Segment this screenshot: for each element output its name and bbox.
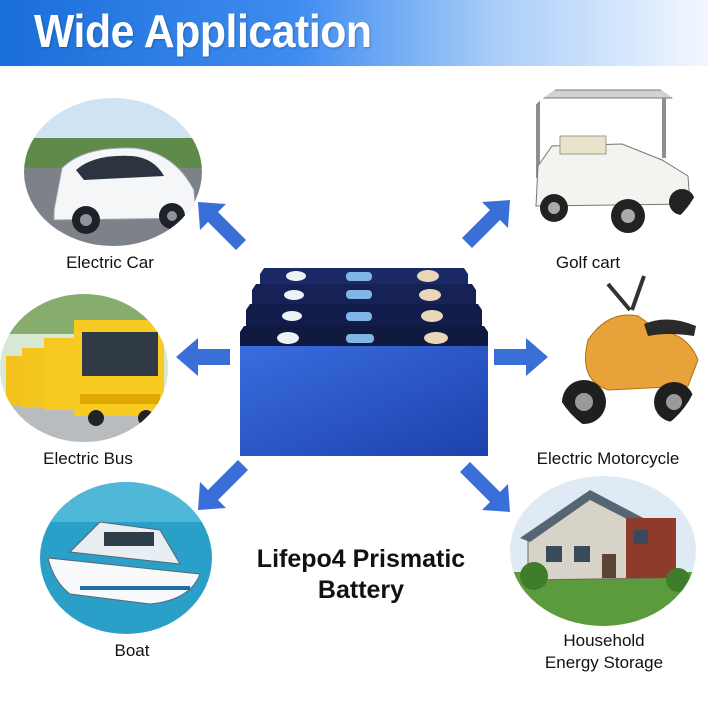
electric-car-image	[24, 98, 202, 246]
header-banner: Wide Application	[0, 0, 708, 66]
household-energy-storage-image	[510, 476, 696, 626]
household-label-line2: Energy Storage	[544, 653, 664, 672]
arrow-to-golf-cart	[460, 198, 512, 250]
product-title: Lifepo4 Prismatic Battery	[230, 544, 492, 606]
arrow-to-boat	[196, 458, 250, 512]
golf-cart-image	[512, 76, 704, 244]
golf-cart-label: Golf cart	[555, 253, 621, 272]
boat-image	[40, 482, 212, 634]
arrow-to-electric-bus	[174, 336, 232, 378]
arrow-to-electric-motorcycle	[492, 336, 550, 378]
household-label-line1: Household	[563, 631, 645, 650]
electric-motorcycle-label: Electric Motorcycle	[536, 449, 680, 468]
electric-bus-label: Electric Bus	[43, 449, 133, 468]
electric-motorcycle-image	[548, 270, 702, 438]
electric-car-label: Electric Car	[66, 253, 154, 272]
arrow-to-household	[458, 460, 512, 514]
lifepo4-battery-pack	[238, 268, 490, 456]
product-title-line1: Lifepo4 Prismatic	[256, 545, 466, 573]
page-title: Wide Application	[34, 5, 372, 57]
product-title-line2: Battery	[317, 576, 405, 604]
electric-bus-image	[0, 294, 168, 442]
boat-label: Boat	[114, 641, 150, 660]
arrow-to-electric-car	[196, 200, 248, 252]
